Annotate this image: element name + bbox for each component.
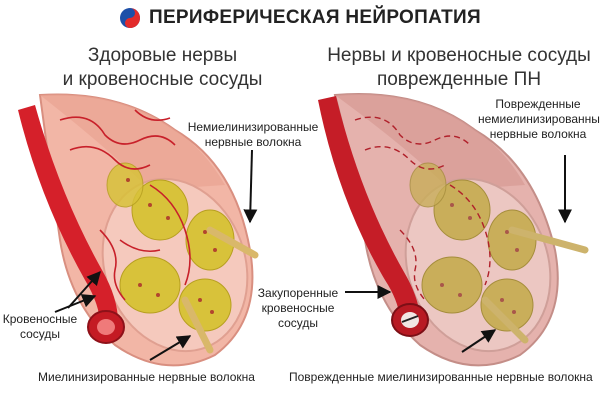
label-blocked-line1: Закупоренные [257, 286, 339, 300]
arrow-unmyelinated [243, 149, 258, 224]
label-blood-vessels: Кровеносные сосуды [0, 312, 80, 342]
damaged-fascicle [480, 278, 534, 332]
page-title: ПЕРИФЕРИЧЕСКАЯ НЕЙРОПАТИЯ [149, 7, 481, 28]
damaged-fascicle [487, 209, 537, 271]
damaged-blood-vessel [318, 96, 420, 318]
damaged-fascicle [421, 256, 483, 314]
right-heading: Нервы и кровеносные сосуды поврежденные … [318, 44, 600, 92]
myelinated-fiber [206, 226, 259, 259]
label-damaged-unmyelinated-line2: немиелинизированные [478, 112, 600, 126]
label-myelinated-text: Миелинизированные нервные волокна [38, 370, 255, 384]
label-damaged-myelinated: Поврежденные миелинизированные нервные в… [289, 370, 599, 385]
healthy-fascicle [106, 162, 144, 208]
arrow-vessels-2 [54, 294, 97, 313]
damaged-fascicle [433, 179, 491, 241]
arrow-vessels-1 [67, 270, 101, 309]
arrow-damaged-myelinated [461, 329, 497, 353]
label-blocked-vessels: Закупоренные кровеносные сосуды [248, 286, 348, 331]
right-heading-line2: поврежденные ПН [376, 69, 542, 90]
left-heading-line1: Здоровые нервы [87, 45, 238, 66]
label-blocked-line3: сосуды [277, 316, 319, 330]
damaged-myelinated-fiber [481, 296, 529, 344]
label-unmyelinated-line2: нервные волокна [204, 135, 302, 149]
left-heading: Здоровые нервы и кровеносные сосуды [40, 44, 285, 92]
label-damaged-unmyelinated: Поврежденные немиелинизированные нервные… [478, 97, 600, 142]
label-unmyelinated-line1: Немиелинизированные [187, 120, 319, 134]
healthy-fascicle [131, 179, 189, 241]
arrow-myelinated [149, 335, 192, 361]
damaged-fascicle [409, 162, 447, 208]
page-header: ПЕРИФЕРИЧЕСКАЯ НЕЙРОПАТИЯ [0, 4, 600, 32]
label-unmyelinated: Немиелинизированные нервные волокна [168, 120, 338, 150]
healthy-blood-vessel [18, 105, 118, 325]
yin-yang-logo-icon [120, 8, 140, 28]
label-blood-vessels-line2: сосуды [19, 327, 61, 341]
label-blood-vessels-line1: Кровеносные [2, 312, 78, 326]
healthy-fascicle [119, 256, 181, 314]
label-damaged-unmyelinated-line3: нервные волокна [489, 127, 587, 141]
label-damaged-myelinated-text: Поврежденные миелинизированные нервные в… [289, 370, 593, 384]
right-heading-line1: Нервы и кровеносные сосуды [327, 45, 591, 66]
label-damaged-unmyelinated-line1: Поврежденные [495, 97, 581, 111]
left-heading-line2: и кровеносные сосуды [62, 69, 263, 90]
damaged-myelinated-fiber [508, 226, 589, 254]
label-myelinated: Миелинизированные нервные волокна [38, 370, 268, 385]
myelinated-fiber [181, 296, 214, 354]
label-blocked-line2: кровеносные [261, 301, 335, 315]
